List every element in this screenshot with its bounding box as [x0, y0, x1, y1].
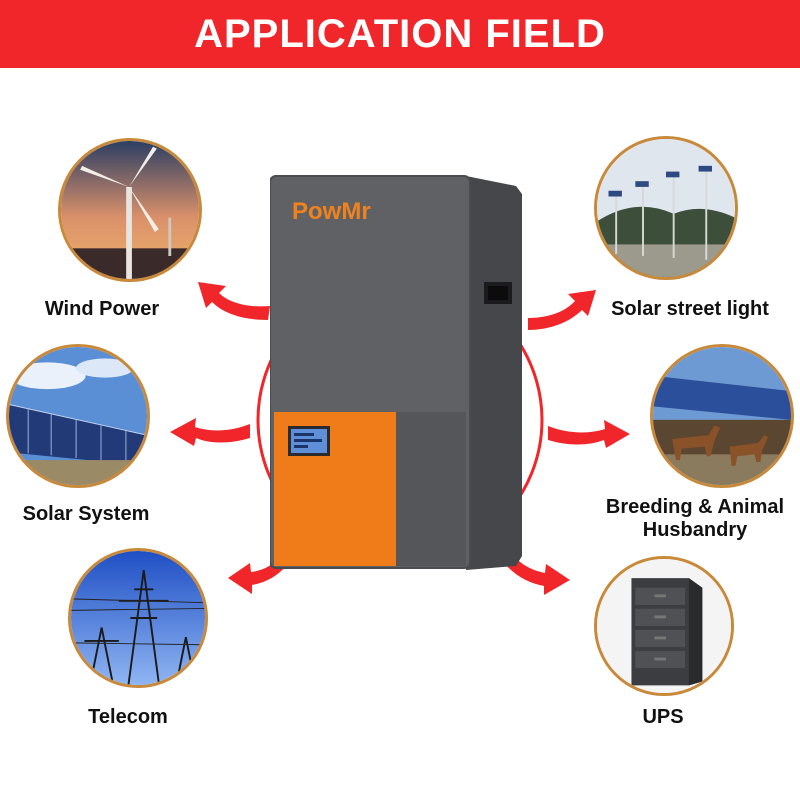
arrow-solar-system — [170, 418, 250, 446]
battery-device — [270, 175, 522, 570]
label-breeding-line2: Husbandry — [642, 519, 748, 541]
label-breeding: Breeding & Animal Husbandry — [596, 496, 794, 542]
wind-turbine-photo — [58, 138, 202, 282]
label-ups: UPS — [642, 706, 684, 728]
street-light-photo — [594, 136, 738, 280]
label-solar-system: Solar System — [22, 503, 150, 525]
solar-panel-photo — [6, 344, 150, 488]
label-solar-street-light: Solar street light — [611, 298, 769, 320]
page-title: APPLICATION FIELD — [194, 11, 606, 56]
label-wind-power: Wind Power — [44, 298, 160, 320]
power-tower-photo — [68, 548, 208, 688]
device-brand-logo: PowMr — [292, 198, 371, 225]
arrow-solar-street-light — [528, 290, 596, 330]
label-telecom: Telecom — [88, 706, 168, 728]
horse-farm-photo — [650, 344, 794, 488]
header-banner: APPLICATION FIELD — [0, 0, 800, 68]
arrow-breeding — [548, 420, 630, 448]
battery-cabinet-photo — [594, 556, 734, 696]
arrow-wind-power — [198, 282, 270, 320]
label-breeding-line1: Breeding & Animal — [605, 496, 785, 518]
